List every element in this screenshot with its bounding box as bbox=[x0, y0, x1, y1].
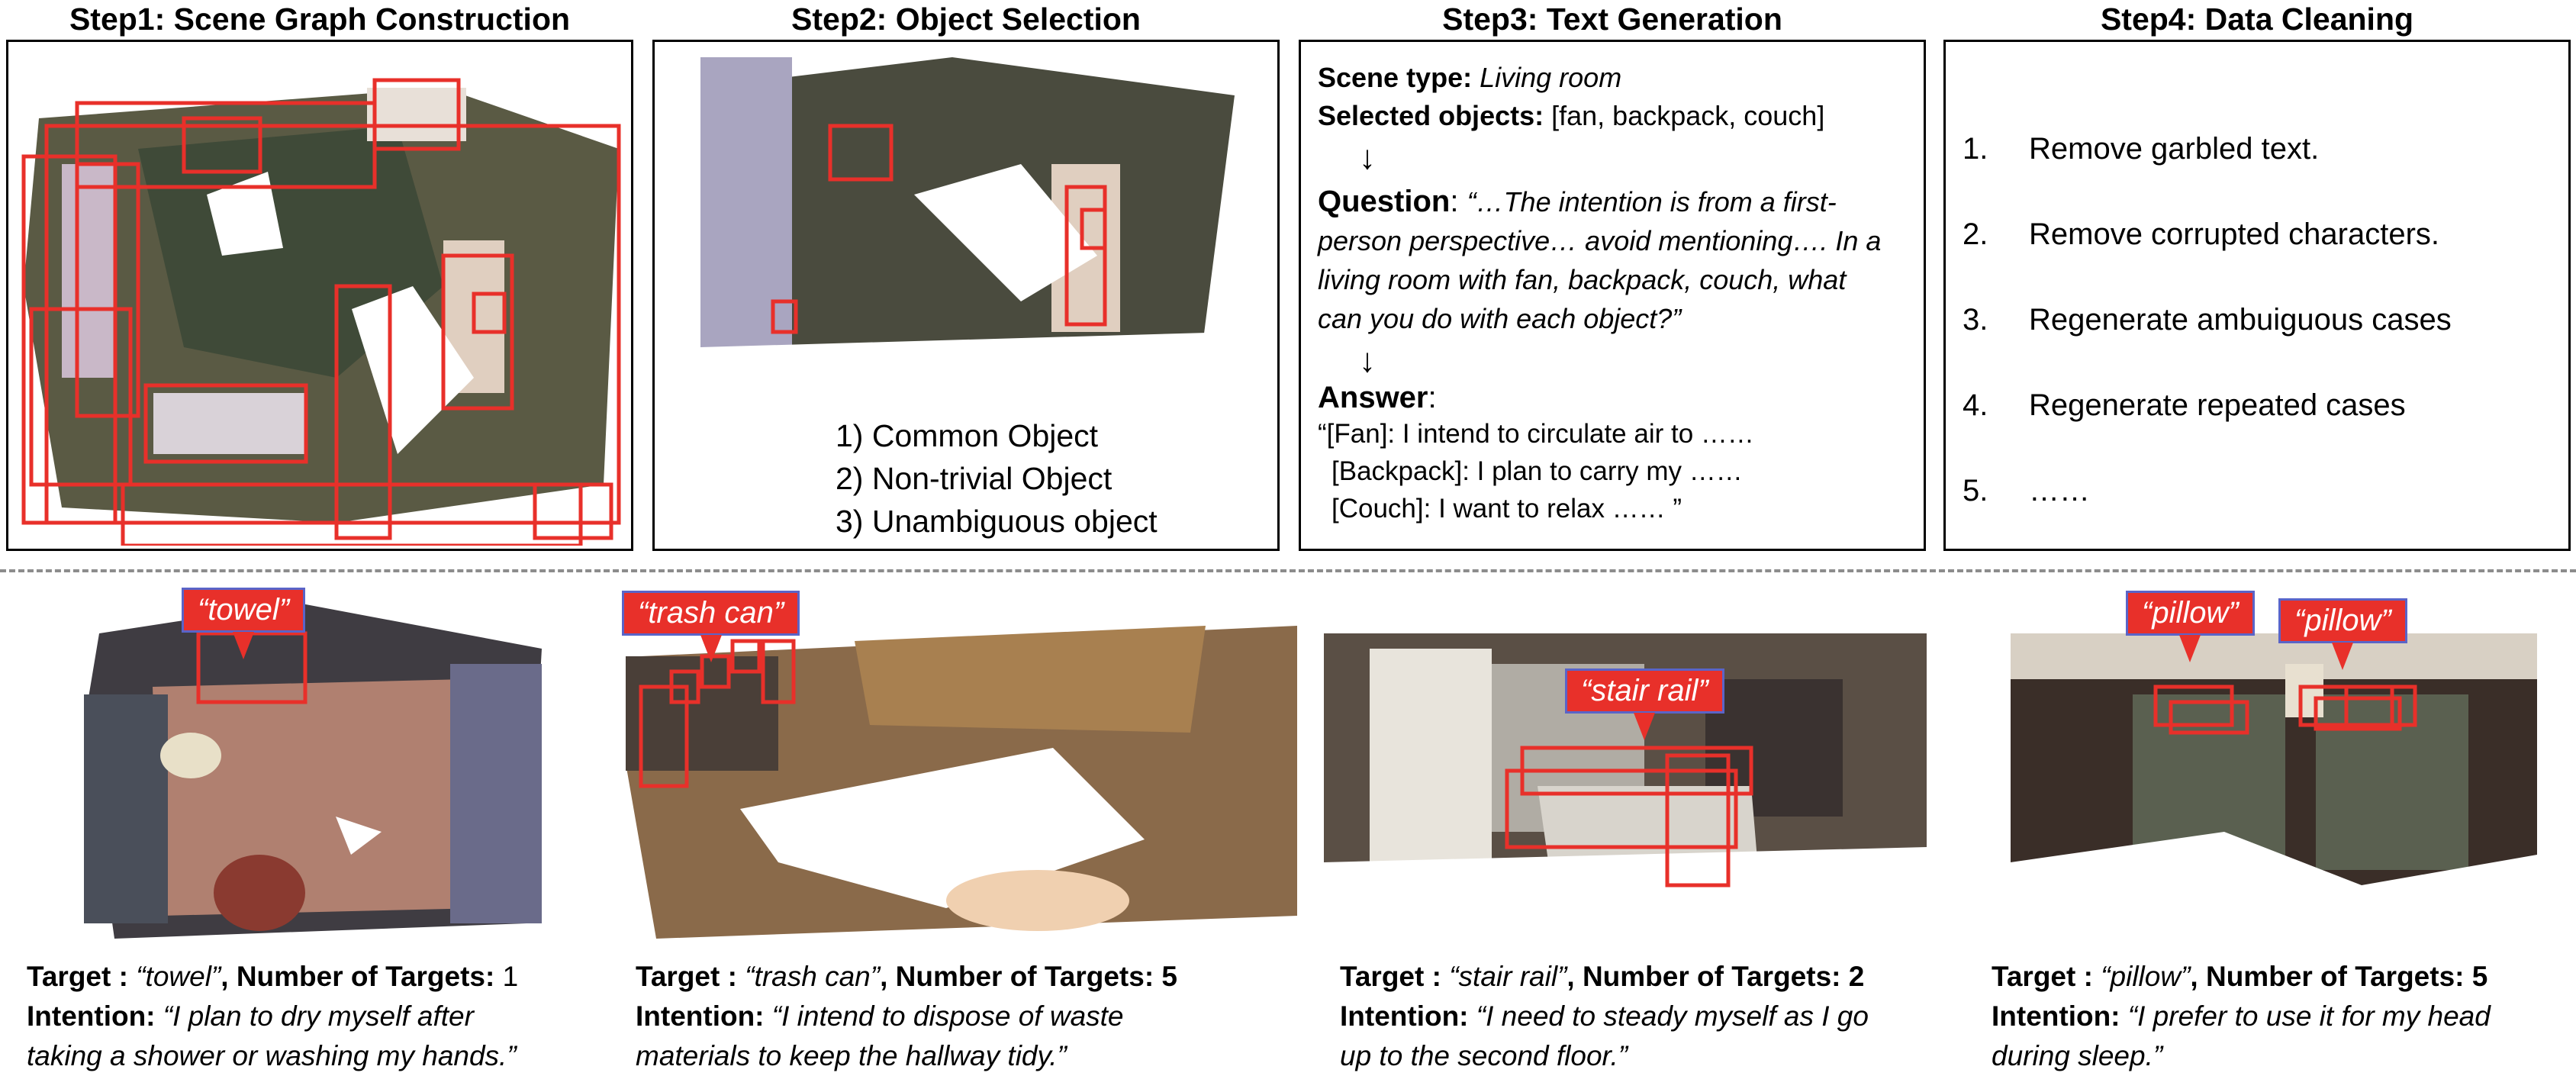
question-line: “…The intention is from a first- bbox=[1467, 186, 1837, 217]
step3-title: Step3: Text Generation bbox=[1442, 2, 1782, 37]
pillow-callout-right: “pillow” bbox=[2278, 598, 2407, 670]
dashed-divider bbox=[0, 569, 2576, 572]
example-image-pillow bbox=[2011, 633, 2537, 931]
down-arrow-icon: ↓ bbox=[1359, 139, 1376, 176]
question-line: person perspective… avoid mentioning…. I… bbox=[1318, 225, 1882, 256]
cleaning-list: 1.Remove garbled text. 2.Remove corrupte… bbox=[1963, 132, 2452, 549]
callout-arrow-icon bbox=[1634, 713, 1656, 740]
example-caption-pillow: Target : “pillow”, Number of Targets: 5 … bbox=[1992, 961, 2491, 1071]
cleaning-item: 1.Remove garbled text. bbox=[1963, 132, 2320, 166]
step2-panel: 1) Common Object 2) Non-trivial Object 3… bbox=[652, 40, 1280, 551]
scene-type-value: Living room bbox=[1480, 62, 1622, 93]
example-caption-stair-rail: Target : “stair rail”, Number of Targets… bbox=[1340, 961, 1869, 1071]
pillow-callout-left: “pillow” bbox=[2126, 591, 2255, 662]
answer-line: [Backpack]: I plan to carry my …… bbox=[1331, 456, 1743, 486]
cleaning-item: 2.Remove corrupted characters. bbox=[1963, 217, 2440, 251]
step2-title: Step2: Object Selection bbox=[791, 2, 1141, 37]
question-line: living room with fan, backpack, couch, w… bbox=[1318, 264, 1847, 295]
selection-criteria-list: 1) Common Object 2) Non-trivial Object 3… bbox=[655, 414, 1277, 543]
selected-objects-line: Selected objects: [fan, backpack, couch] bbox=[1318, 97, 1916, 135]
answer-line: “[Fan]: I intend to circulate air to …… bbox=[1318, 419, 1754, 449]
towel-callout: “towel” bbox=[182, 588, 306, 659]
callout-arrow-icon bbox=[2179, 635, 2201, 662]
example-image-trash-can bbox=[626, 610, 1297, 939]
criterion-item: 1) Common Object bbox=[836, 418, 1099, 453]
example-image-towel bbox=[84, 603, 542, 939]
step1-title: Step1: Scene Graph Construction bbox=[69, 2, 571, 37]
scene-type-line: Scene type: Living room bbox=[1318, 59, 1916, 97]
callout-arrow-icon bbox=[2332, 643, 2354, 670]
step4-title: Step4: Data Cleaning bbox=[2100, 2, 2414, 37]
trash-can-callout: “trash can” bbox=[622, 591, 800, 662]
down-arrow-icon: ↓ bbox=[1359, 342, 1376, 379]
step3-panel: Scene type: Living room Selected objects… bbox=[1299, 40, 1926, 551]
stair-rail-callout: “stair rail” bbox=[1565, 668, 1724, 740]
callout-arrow-icon bbox=[700, 635, 722, 662]
criterion-item: 2) Non-trivial Object bbox=[836, 461, 1113, 496]
question-label: Question bbox=[1318, 185, 1451, 218]
question-line: can you do with each object?” bbox=[1318, 303, 1682, 334]
answer-line: [Couch]: I want to relax …… ” bbox=[1331, 494, 1682, 524]
step4-panel: 1.Remove garbled text. 2.Remove corrupte… bbox=[1943, 40, 2571, 551]
callout-arrow-icon bbox=[233, 632, 255, 659]
cleaning-item: 5.…… bbox=[1963, 474, 2090, 507]
example-caption-towel: Target : “towel”, Number of Targets: 1 I… bbox=[27, 961, 519, 1071]
object-selection-image bbox=[700, 57, 1235, 393]
scene-graph-image bbox=[16, 57, 626, 546]
example-caption-trash-can: Target : “trash can”, Number of Targets:… bbox=[636, 961, 1177, 1071]
selected-objects-label: Selected objects: bbox=[1318, 100, 1544, 131]
scene-type-label: Scene type: bbox=[1318, 62, 1473, 93]
cleaning-item: 3.Regenerate ambuiguous cases bbox=[1963, 303, 2452, 337]
selected-objects-value: [fan, backpack, couch] bbox=[1551, 100, 1825, 131]
answer-label: Answer bbox=[1318, 381, 1428, 414]
step1-panel bbox=[6, 40, 633, 551]
cleaning-item: 4.Regenerate repeated cases bbox=[1963, 388, 2406, 422]
criterion-item: 3) Unambiguous object bbox=[836, 504, 1158, 539]
